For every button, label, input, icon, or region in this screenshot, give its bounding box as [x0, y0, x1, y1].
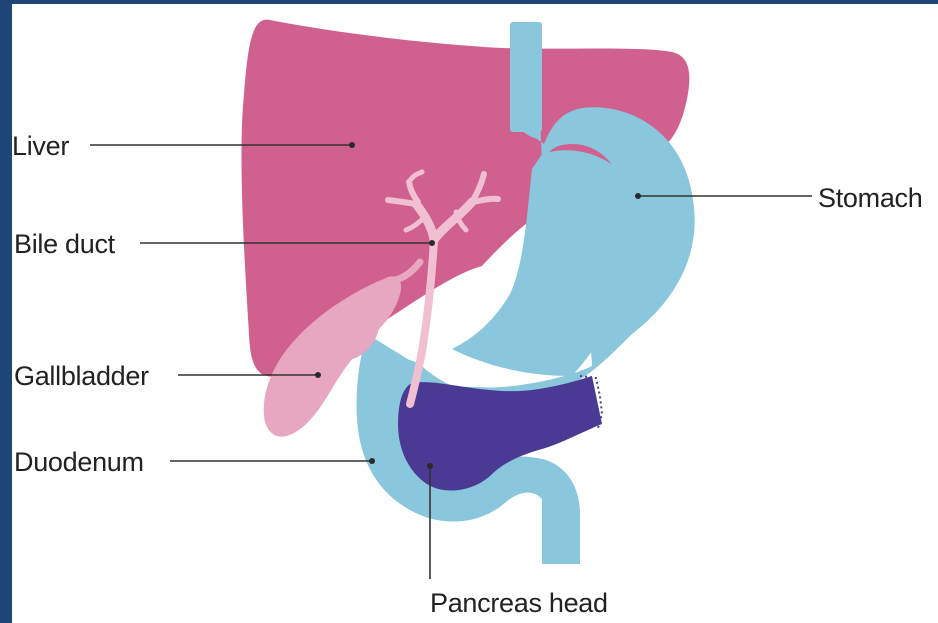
diagram-frame: Liver Bile duct Gallbladder Duodenum Sto… [12, 4, 938, 623]
label-gallbladder: Gallbladder [14, 361, 149, 391]
label-pancreas-head: Pancreas head [430, 588, 608, 618]
gallbladder-dot [315, 372, 321, 378]
stomach-dot [635, 193, 641, 199]
label-stomach: Stomach [818, 183, 922, 213]
pancreas-head-dot [427, 463, 433, 469]
anatomy-diagram: Liver Bile duct Gallbladder Duodenum Sto… [12, 4, 938, 623]
label-bile-duct: Bile duct [14, 229, 116, 259]
bile-duct-dot [429, 240, 435, 246]
duodenum-dot [369, 458, 375, 464]
label-liver: Liver [12, 131, 69, 161]
liver-dot [349, 142, 355, 148]
label-duodenum: Duodenum [14, 447, 144, 477]
